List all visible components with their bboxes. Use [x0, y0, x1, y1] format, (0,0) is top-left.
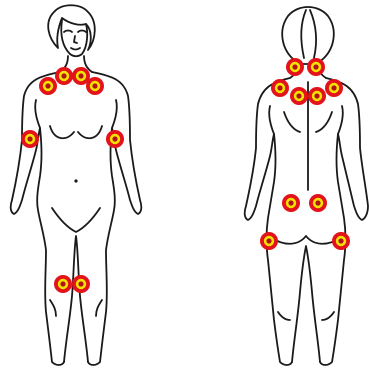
front-figure — [11, 5, 142, 365]
back-buttock-lines — [272, 236, 340, 244]
back-view-tender-point-2 — [307, 58, 325, 76]
front-view-tender-point-1 — [39, 77, 57, 95]
tender-point-markers — [21, 58, 350, 293]
back-view-tender-point-10 — [332, 232, 350, 250]
front-view-tender-point-8 — [72, 275, 90, 293]
back-view-tender-point-4 — [290, 87, 308, 105]
front-hip-lines — [52, 208, 100, 232]
front-view-tender-point-7 — [54, 275, 72, 293]
back-view-tender-point-1 — [286, 58, 304, 76]
front-knee-lines — [50, 300, 102, 316]
front-mouth — [71, 48, 80, 50]
front-inner-arm-right — [112, 100, 117, 128]
front-hair — [48, 5, 95, 50]
front-eye-right — [78, 31, 86, 33]
back-view-tender-point-6 — [325, 79, 343, 97]
front-eye-left — [64, 31, 72, 33]
back-view-tender-point-9 — [260, 232, 278, 250]
front-body-right — [88, 72, 141, 365]
front-inner-arm-left — [35, 100, 40, 128]
back-view-tender-point-7 — [282, 194, 300, 212]
front-view-tender-point-5 — [21, 130, 39, 148]
back-knee-lines — [278, 312, 334, 320]
back-hair-part — [301, 10, 316, 58]
front-view-tender-point-6 — [106, 130, 124, 148]
front-inner-legs — [64, 236, 88, 362]
back-inner-legs — [292, 246, 320, 362]
front-chest — [50, 126, 102, 138]
front-view-tender-point-4 — [86, 77, 104, 95]
back-view-tender-point-5 — [308, 87, 326, 105]
back-body-left — [245, 78, 292, 365]
back-inner-arm-left — [269, 106, 274, 134]
back-figure — [245, 7, 368, 365]
back-inner-arm-right — [338, 106, 343, 134]
back-hair — [282, 7, 334, 64]
front-body-left — [11, 72, 64, 365]
front-view-tender-point-2 — [55, 67, 73, 85]
back-view-tender-point-3 — [271, 79, 289, 97]
front-nose — [74, 36, 77, 43]
front-navel — [74, 179, 77, 182]
back-view-tender-point-8 — [309, 194, 327, 212]
